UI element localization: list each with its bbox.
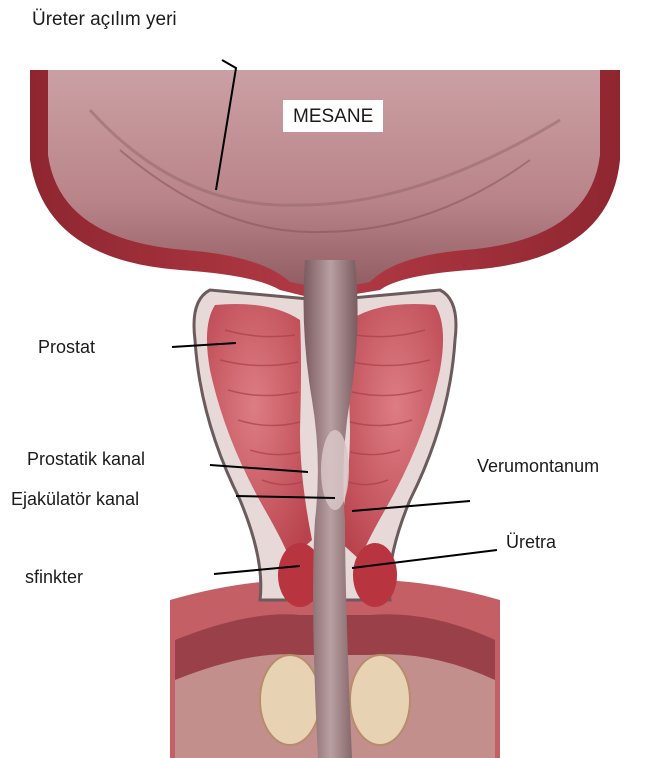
label-prostate: Prostat xyxy=(38,338,95,356)
sphincter-right xyxy=(353,543,397,607)
label-prostatic-duct: Prostatik kanal xyxy=(27,450,145,468)
label-ureteral-opening: Üreter açılım yeri xyxy=(32,10,177,29)
label-ejaculatory-duct: Ejakülatör kanal xyxy=(11,490,139,508)
label-verumontanum: Verumontanum xyxy=(477,457,599,475)
label-sphincter: sfinkter xyxy=(25,568,83,586)
label-urethra: Üretra xyxy=(506,533,556,551)
label-bladder: MESANE xyxy=(283,100,383,132)
